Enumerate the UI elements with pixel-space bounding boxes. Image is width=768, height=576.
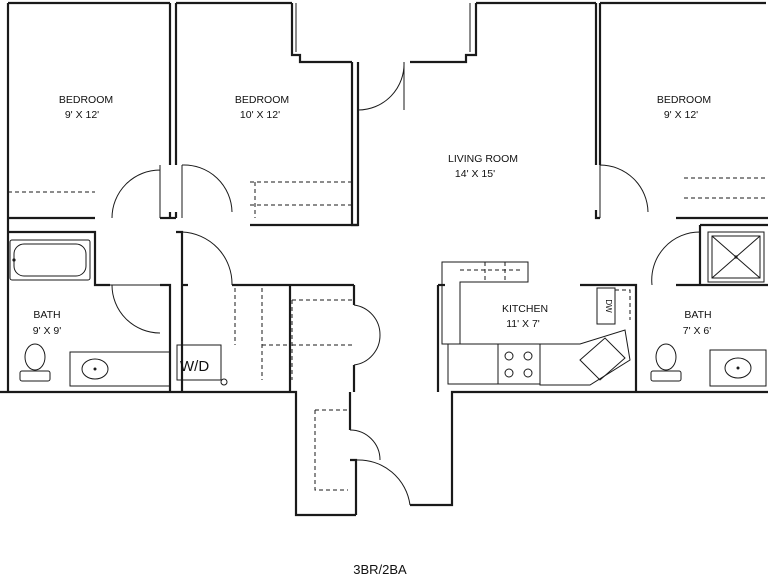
toilet-2-tank — [650, 370, 682, 382]
kitchen-cabinet — [447, 343, 499, 385]
sink-drain-icon — [93, 367, 97, 371]
washer-dryer-label: W/D — [180, 358, 209, 375]
laundry — [176, 344, 228, 386]
washer-dryer-box — [176, 344, 222, 381]
bath-2-fixtures — [650, 231, 767, 387]
stove — [497, 343, 541, 385]
bathtub — [9, 239, 91, 281]
room-name-bedroom-2: BEDROOM — [235, 94, 289, 106]
room-name-living-room: LIVING ROOM — [448, 153, 518, 165]
plan-title: 3BR/2BA — [353, 562, 407, 576]
toilet — [24, 343, 46, 371]
sink-2-basin — [724, 357, 752, 379]
closets — [8, 177, 768, 491]
bath-1-fixtures — [9, 239, 171, 387]
room-size-living-room: 14' X 15' — [455, 168, 495, 180]
room-size-bedroom-1: 9' X 12' — [65, 109, 99, 121]
vanity-counter — [69, 351, 171, 387]
exterior-walls — [0, 1, 768, 517]
sink-basin — [81, 358, 109, 380]
kitchen-sink — [579, 337, 626, 381]
toilet-tank — [19, 370, 51, 382]
room-name-bedroom-1: BEDROOM — [59, 94, 113, 106]
kitchen-fixtures — [441, 261, 631, 386]
tub-drain-icon — [12, 258, 16, 262]
room-name-kitchen: KITCHEN — [502, 303, 548, 315]
room-size-kitchen: 11' X 7' — [506, 318, 540, 330]
toilet-2 — [655, 343, 677, 371]
kitchen-corner-counter — [539, 329, 631, 386]
shower-pan — [711, 235, 761, 279]
bathtub-basin — [13, 243, 87, 277]
dryer-vent-icon — [220, 378, 228, 386]
doors — [110, 61, 701, 506]
dishwasher-label: DW — [604, 299, 613, 313]
dishwasher — [596, 287, 616, 325]
room-size-bath-2: 7' X 6' — [683, 325, 712, 337]
center-bay — [290, 3, 478, 64]
shower — [707, 231, 765, 283]
interior-walls — [8, 223, 768, 515]
room-name-bath-2: BATH — [684, 309, 711, 321]
vanity-2-counter — [709, 349, 767, 387]
sink-2-drain-icon — [736, 366, 740, 370]
room-size-bedroom-2: 10' X 12' — [240, 109, 280, 121]
bedroom-walls — [8, 3, 768, 227]
kitchen-upper-counter — [441, 261, 529, 345]
shower-drain-icon — [734, 255, 738, 259]
room-name-bath-1: BATH — [33, 309, 60, 321]
room-size-bath-1: 9' X 9' — [33, 325, 62, 337]
room-name-bedroom-3: BEDROOM — [657, 94, 711, 106]
room-size-bedroom-3: 9' X 12' — [664, 109, 698, 121]
